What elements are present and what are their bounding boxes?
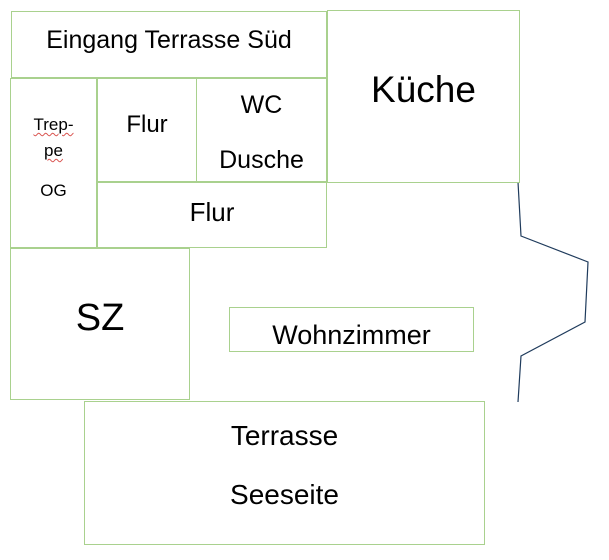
room-label-kueche: Küche — [371, 69, 476, 110]
room-label-dusche: Dusche — [219, 146, 304, 174]
room-label-seeseite: Seeseite — [230, 479, 339, 510]
room-treppe: Trep- pe OG — [10, 78, 97, 248]
room-label-sz: SZ — [75, 297, 125, 339]
room-label-treppe-line1: Trep- — [33, 115, 74, 134]
room-label-eingang: Eingang Terrasse Süd — [46, 26, 292, 54]
room-kueche: Küche — [327, 10, 520, 183]
room-flur-small: Flur — [97, 78, 197, 182]
room-label-wc: WC — [240, 91, 283, 119]
room-label-flur-wide: Flur — [189, 197, 235, 227]
room-label-flur-small: Flur — [126, 111, 168, 138]
room-label-wohnzimmer: Wohnzimmer — [272, 320, 431, 350]
room-eingang-terrasse-sued: Eingang Terrasse Süd — [11, 11, 327, 78]
room-flur-wide: Flur — [97, 182, 327, 248]
room-terrasse-seeseite: Terrasse Seeseite — [84, 401, 485, 545]
room-wohnzimmer-label-box: Wohnzimmer — [229, 307, 474, 352]
room-label-treppe-line3: OG — [40, 181, 67, 200]
room-label-terrasse: Terrasse — [230, 420, 339, 451]
room-label-treppe-line2: pe — [44, 141, 63, 160]
room-sz: SZ — [10, 248, 190, 400]
room-wc-dusche: WC Dusche — [196, 78, 327, 182]
